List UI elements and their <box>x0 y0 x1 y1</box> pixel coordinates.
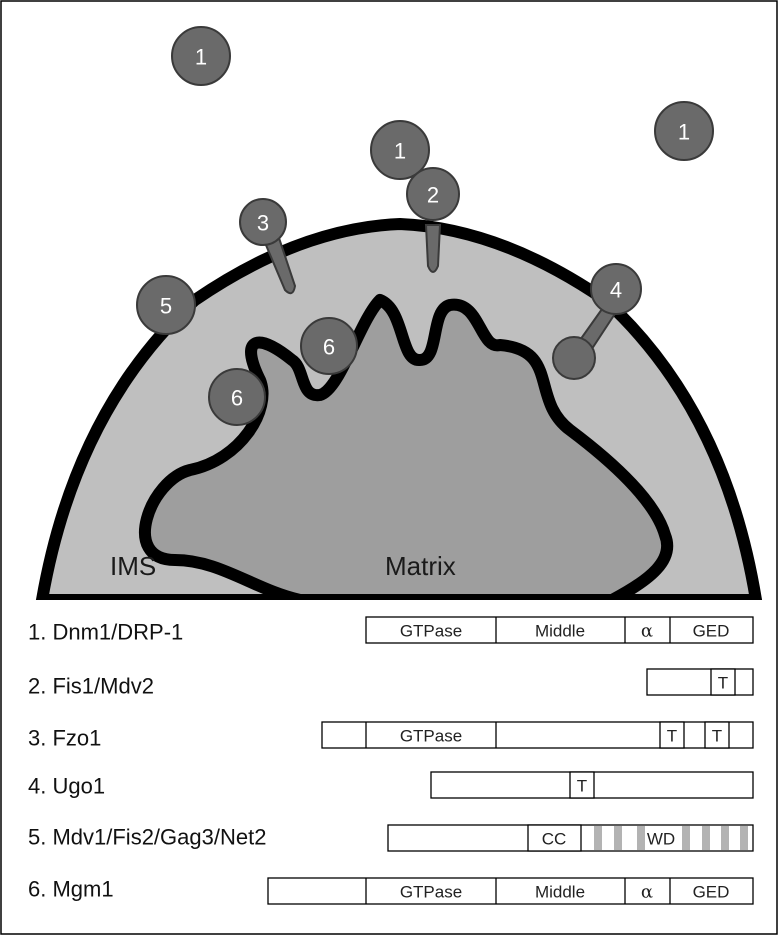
domain-label: GTPase <box>400 622 462 641</box>
marker-label: 4 <box>610 278 622 303</box>
ugo1-anchor <box>552 336 596 380</box>
protein-name: 6. Mgm1 <box>28 877 114 902</box>
transmembrane-domain <box>659 721 685 749</box>
domain-bar <box>646 668 754 696</box>
protein-name: 3. Fzo1 <box>28 726 101 751</box>
domain-label: T <box>667 727 677 746</box>
domain-label: GTPase <box>400 727 462 746</box>
transmembrane-domain <box>569 771 595 799</box>
row-fis1: 2. Fis1/Mdv2 T <box>28 668 754 699</box>
transmembrane-domain <box>710 668 736 696</box>
protein-name: 2. Fis1/Mdv2 <box>28 674 154 699</box>
marker-free-dnm1-a: 1 <box>171 26 231 86</box>
wd-repeat-stripes <box>594 826 748 850</box>
marker-free-dnm1-b: 1 <box>370 120 430 180</box>
domain-label: Middle <box>535 883 585 902</box>
domain-label: CC <box>542 830 567 849</box>
marker-label: 6 <box>231 386 243 411</box>
matrix-label: Matrix <box>385 551 456 581</box>
marker-mgm1-a: 6 <box>300 317 358 375</box>
domain-label: T <box>712 727 722 746</box>
domain-label: WD <box>647 830 675 849</box>
protein-domain-legend: 1. Dnm1/DRP-1 GTPase Middle α GED 2. Fis… <box>28 616 754 905</box>
domain-label: T <box>718 674 728 693</box>
marker-fis1: 2 <box>406 167 460 221</box>
marker-label: 3 <box>257 211 269 236</box>
domain-label: Middle <box>535 622 585 641</box>
domain-bar <box>365 616 754 644</box>
marker-label: 2 <box>427 183 439 208</box>
fis1-stalk <box>424 224 442 273</box>
region-labels: IMS Matrix <box>110 551 456 581</box>
coiled-coil-domain <box>527 824 582 852</box>
row-ugo1: 4. Ugo1 T <box>28 771 754 799</box>
row-fzo1: 3. Fzo1 GTPase T T <box>28 721 754 751</box>
protein-markers: 1 1 1 2 3 4 5 6 <box>136 26 714 426</box>
inner-membrane-matrix <box>139 294 674 600</box>
protein-name: 5. Mdv1/Fis2/Gag3/Net2 <box>28 825 266 850</box>
domain-label: GTPase <box>400 883 462 902</box>
marker-free-dnm1-c: 1 <box>654 101 714 161</box>
marker-ugo1: 4 <box>590 263 642 315</box>
mitochondrion-illustration <box>35 217 763 600</box>
protein-name: 4. Ugo1 <box>28 774 105 799</box>
ims-label: IMS <box>110 551 156 581</box>
row-dnm1: 1. Dnm1/DRP-1 GTPase Middle α GED <box>28 616 754 645</box>
marker-label: 1 <box>394 139 406 164</box>
protein-name: 1. Dnm1/DRP-1 <box>28 620 183 645</box>
marker-mgm1-b: 6 <box>208 368 266 426</box>
row-mdv1: 5. Mdv1/Fis2/Gag3/Net2 CC WD <box>28 824 754 852</box>
domain-label: α <box>641 621 653 642</box>
domain-bar <box>267 877 754 905</box>
marker-label: 1 <box>678 120 690 145</box>
row-mgm1: 6. Mgm1 GTPase Middle α GED <box>28 877 754 905</box>
domain-label: T <box>577 777 587 796</box>
marker-mdv1: 5 <box>136 275 196 335</box>
marker-label: 5 <box>160 294 172 319</box>
domain-label: GED <box>693 883 730 902</box>
domain-label: GED <box>693 622 730 641</box>
fzo1-stalk <box>261 230 297 295</box>
marker-label: 1 <box>195 45 207 70</box>
domain-bar <box>321 721 754 749</box>
domain-label: α <box>641 882 653 903</box>
marker-fzo1: 3 <box>239 198 287 246</box>
transmembrane-domain <box>704 721 730 749</box>
marker-label: 6 <box>323 335 335 360</box>
